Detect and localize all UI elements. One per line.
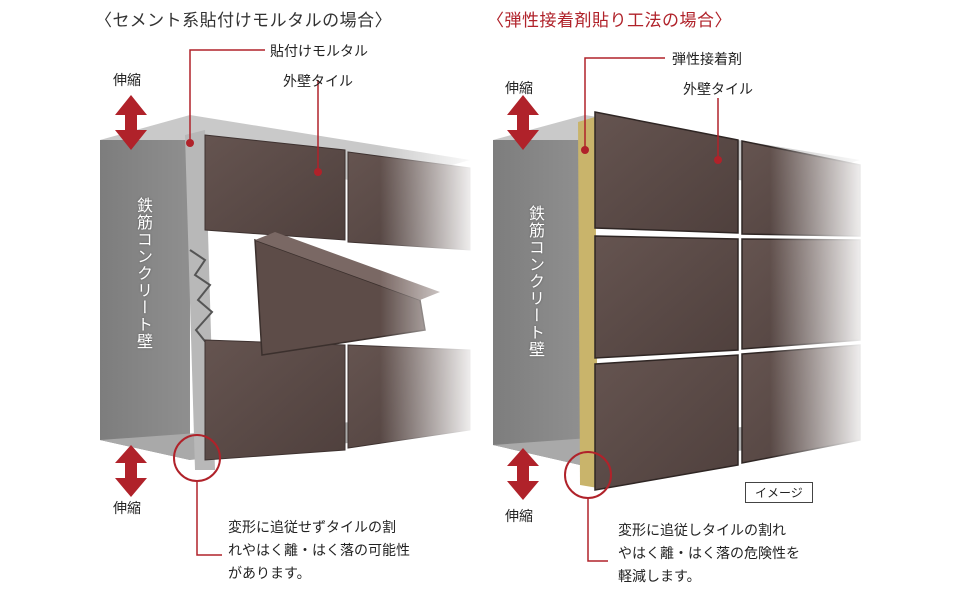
right-illustration [493, 57, 870, 562]
right-caption-line: 軽減します。 [618, 569, 701, 585]
left-caption-line: 変形に追従せずタイルの割 [228, 520, 396, 536]
right-wall-label: 鉄筋コンクリート壁 [526, 205, 545, 358]
double-arrow-icon [115, 95, 147, 150]
left-caption: 変形に追従せずタイルの割 れやはく離・はく落の可能性 があります。 [228, 517, 478, 586]
leader-dot-icon [714, 156, 722, 164]
left-concrete-wall [100, 140, 190, 460]
double-arrow-icon [507, 95, 539, 150]
double-arrow-icon [507, 448, 539, 500]
left-mortar-leader [189, 49, 265, 143]
left-wall-label: 鉄筋コンクリート壁 [134, 197, 153, 350]
leader-dot-icon [581, 146, 589, 154]
left-illustration [100, 49, 480, 556]
right-tile-label: 外壁タイル [683, 82, 753, 98]
left-tile-label: 外壁タイル [283, 74, 353, 90]
right-adhesive-leader [584, 57, 665, 150]
right-adhesive-label: 弾性接着剤 [672, 52, 742, 68]
right-caption-line: やはく離・はく落の危険性を [618, 546, 800, 562]
right-caption-leader [587, 498, 608, 562]
left-fade [380, 100, 480, 480]
leader-dot-icon [186, 139, 194, 147]
left-title: 〈セメント系貼付けモルタルの場合〉 [95, 11, 393, 31]
right-caption: 変形に追従しタイルの割れ やはく離・はく落の危険性を 軽減します。 [618, 520, 868, 589]
left-caption-line: があります。 [228, 566, 311, 582]
right-fade [770, 100, 870, 500]
leader-dot-icon [314, 168, 322, 176]
highlight-circle-icon [173, 434, 221, 482]
right-tile-r3c1 [594, 354, 739, 491]
left-caption-leader [196, 482, 222, 556]
right-title: 〈弾性接着剤貼り工法の場合〉 [487, 11, 732, 31]
left-mortar-crack [189, 249, 214, 346]
right-adhesive-layer [578, 117, 598, 488]
right-tile-r1c1 [594, 111, 739, 234]
left-tile-lower [204, 339, 346, 461]
right-tile-r2c1 [594, 235, 739, 359]
right-expand-top-label: 伸縮 [505, 81, 533, 97]
left-mortar-label: 貼付けモルタル [270, 44, 368, 60]
left-tile-upper [204, 134, 346, 241]
double-arrow-icon [115, 445, 147, 497]
right-caption-line: 変形に追従しタイルの割れ [618, 523, 786, 539]
image-badge: イメージ [745, 482, 813, 503]
right-concrete-wall [493, 140, 580, 465]
right-expand-bottom-label: 伸縮 [505, 509, 533, 525]
left-expand-bottom-label: 伸縮 [113, 501, 141, 517]
left-expand-top-label: 伸縮 [113, 73, 141, 89]
left-caption-line: れやはく離・はく落の可能性 [228, 543, 410, 559]
